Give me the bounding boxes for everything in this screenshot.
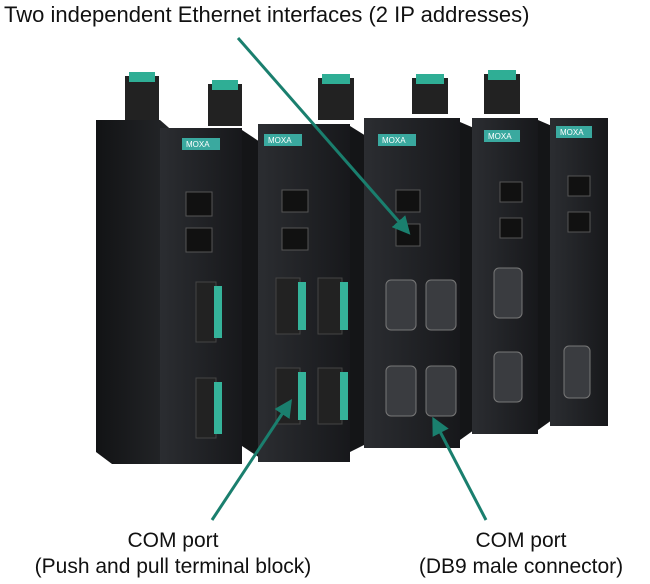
brand-logo-3: MOXA bbox=[382, 136, 406, 145]
brand-logo-5: MOXA bbox=[560, 128, 584, 137]
terminal-block-arrow bbox=[210, 398, 292, 521]
ethernet-caption: Two independent Ethernet interfaces (2 I… bbox=[4, 2, 530, 27]
terminal-caption-line1: COM port bbox=[127, 529, 219, 552]
db9-caption: COM port (DB9 male connector) bbox=[392, 528, 650, 580]
device-db9-2: MOXA bbox=[412, 74, 538, 440]
db9-arrow bbox=[432, 416, 488, 521]
device-db9-3: MOXA bbox=[484, 70, 608, 430]
device-db9-1: MOXA bbox=[318, 74, 460, 452]
device-terminal-1: MOXA bbox=[96, 72, 242, 464]
brand-logo-2: MOXA bbox=[268, 136, 292, 145]
db9-caption-line1: COM port bbox=[475, 529, 567, 552]
device-terminal-2: MOXA bbox=[208, 80, 350, 462]
db9-caption-line2: (DB9 male connector) bbox=[418, 555, 624, 578]
ethernet-arrow bbox=[236, 37, 411, 235]
brand-logo: MOXA bbox=[186, 140, 210, 149]
terminal-block-caption: COM port (Push and pull terminal block) bbox=[0, 528, 346, 580]
terminal-caption-line2: (Push and pull terminal block) bbox=[34, 555, 312, 578]
brand-logo-4: MOXA bbox=[488, 132, 512, 141]
